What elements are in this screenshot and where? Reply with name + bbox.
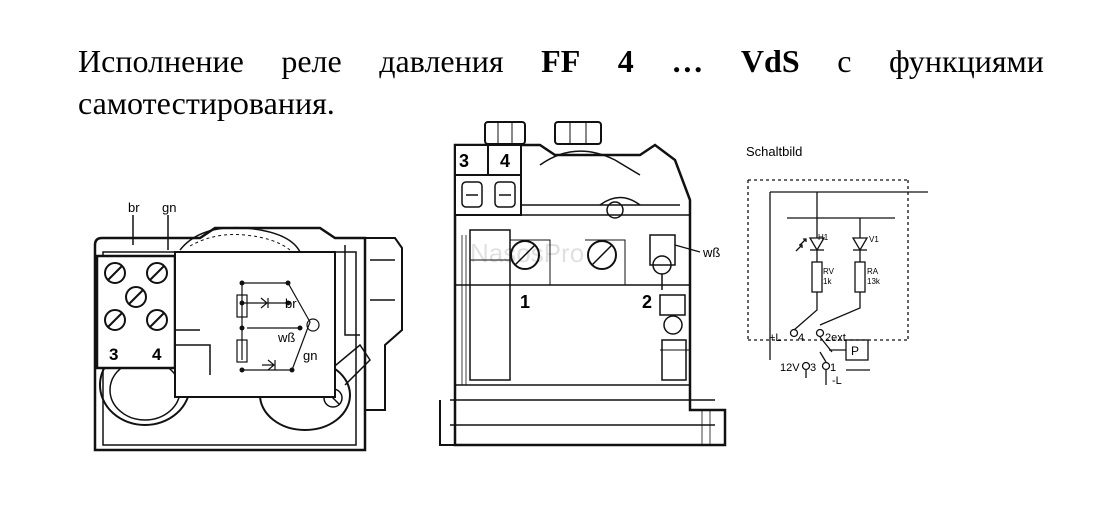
left-circuit-label-br: br bbox=[285, 296, 297, 311]
middle-wire-label-wb: wß bbox=[702, 245, 720, 260]
left-wire-label-br: br bbox=[128, 200, 140, 215]
left-circuit-label-gn: gn bbox=[303, 348, 317, 363]
heading-line-1: Исполнение реле давления FF 4 … VdS с фу… bbox=[78, 40, 1044, 82]
schematic-pin1-label: 1 bbox=[830, 362, 836, 374]
left-wire-label-gn: gn bbox=[162, 200, 176, 215]
heading-word-bold: VdS bbox=[740, 43, 800, 79]
heading-word: реле bbox=[281, 43, 342, 79]
schematic-title: Schaltbild bbox=[746, 144, 802, 159]
schematic-pin3-label: 3 bbox=[810, 362, 816, 374]
heading-word-bold: FF bbox=[541, 43, 581, 79]
middle-terminal-3-label: 3 bbox=[459, 151, 469, 171]
heading-line-2: самотестирования. bbox=[78, 85, 335, 121]
heading-word: давления bbox=[379, 43, 504, 79]
schematic-ra-value: 13k bbox=[867, 277, 881, 286]
schematic-rv-label: RV bbox=[823, 267, 835, 276]
middle-contact-1-label: 1 bbox=[520, 292, 530, 312]
middle-contact-2-label: 2 bbox=[642, 292, 652, 312]
heading-word: функциями bbox=[888, 43, 1044, 79]
heading-word-bold: … bbox=[671, 43, 704, 79]
schematic-plus-l-label: +L bbox=[769, 332, 782, 344]
heading-word: Исполнение bbox=[78, 43, 244, 79]
schematic-12v-label: 12V bbox=[780, 362, 800, 374]
heading-word-bold: 4 bbox=[617, 43, 634, 79]
schematic bbox=[747, 179, 928, 385]
left-circuit-label-wb: wß bbox=[277, 330, 295, 345]
schematic-pin2ext-label: 2ext bbox=[825, 332, 846, 344]
heading-word: с bbox=[837, 43, 852, 79]
left-drawing bbox=[93, 215, 403, 452]
watermark: NasosPro bbox=[470, 238, 584, 268]
schematic-h1-label: H1 bbox=[818, 233, 829, 242]
middle-drawing bbox=[439, 121, 727, 447]
schematic-v1-label: V1 bbox=[869, 235, 879, 244]
schematic-rv-value: 1k bbox=[823, 277, 832, 286]
left-terminal-3-label: 3 bbox=[109, 345, 118, 364]
schematic-p-box-label: P bbox=[851, 344, 859, 358]
heading: Исполнение реле давления FF 4 … VdS с фу… bbox=[78, 40, 1044, 124]
schematic-ra-label: RA bbox=[867, 267, 879, 276]
left-terminal-4-label: 4 bbox=[152, 345, 162, 364]
schematic-pin4-label: 4 bbox=[798, 332, 804, 344]
middle-terminal-4-label: 4 bbox=[500, 151, 510, 171]
schematic-minus-l-label: -L bbox=[832, 375, 842, 387]
